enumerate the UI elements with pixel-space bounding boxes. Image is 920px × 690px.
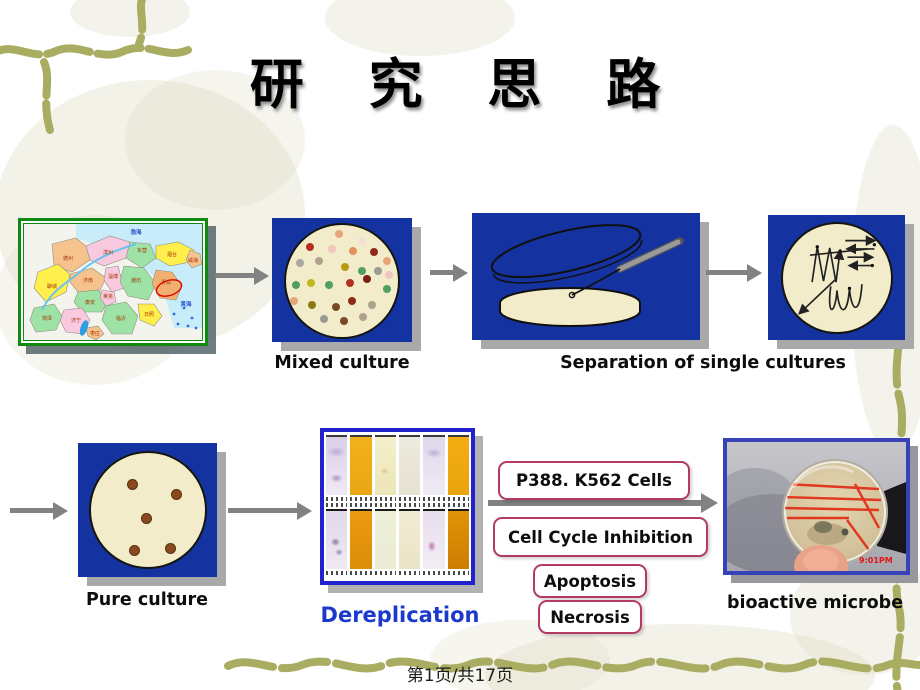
svg-text:菏泽: 菏泽 [42, 315, 52, 322]
svg-text:莱芜: 莱芜 [103, 293, 113, 300]
svg-text:济南: 济南 [83, 277, 93, 284]
dish-contents [785, 465, 882, 551]
petri-base-wall [499, 303, 641, 327]
flow-arrow-5 [228, 501, 312, 520]
needle-handle [617, 239, 681, 272]
assay-box-necrosis: Necrosis [538, 600, 642, 634]
streak-plate-image [768, 215, 905, 340]
pure-culture-label: Pure culture [85, 590, 209, 610]
qingdao-highlight-circle [155, 279, 183, 297]
tlc-captions-1 [326, 497, 469, 501]
flow-arrow-6 [488, 493, 718, 513]
mixed-culture-label: Mixed culture [274, 353, 410, 373]
flow-arrow-3 [706, 263, 762, 282]
map-regions [29, 235, 203, 341]
svg-text:聊城: 聊城 [47, 283, 57, 290]
flow-arrow-4 [10, 501, 68, 520]
mixed-culture-image [272, 218, 412, 342]
svg-text:东营: 东营 [137, 247, 147, 254]
bioactive-microbe-photo: 9:01PM [711, 438, 910, 587]
dereplication-label: Dereplication [320, 603, 480, 627]
svg-text:威海: 威海 [188, 257, 198, 264]
svg-text:渤海: 渤海 [130, 228, 142, 236]
mixed-culture-dish [284, 223, 400, 339]
needle-loop [568, 291, 576, 299]
tlc-captions-3 [326, 571, 469, 575]
shandong-map: 德州 滨州 东营 聊城 济南 淄博 潍坊 烟台 威海 青岛 泰安 莱芜 济宁 菏… [24, 224, 203, 341]
flow-arrow-1 [215, 266, 269, 285]
map-frame: 德州 滨州 东营 聊城 济南 淄博 潍坊 烟台 威海 青岛 泰安 莱芜 济宁 菏… [23, 223, 203, 341]
assay-box-cell-cycle: Cell Cycle Inhibition [493, 517, 708, 557]
flow-arrow-2 [430, 263, 468, 282]
red-streaks [785, 482, 882, 551]
separation-image [472, 213, 700, 340]
svg-text:济宁: 济宁 [71, 317, 81, 324]
separation-label: Separation of single cultures [560, 353, 846, 373]
svg-text:枣庄: 枣庄 [90, 330, 100, 337]
streaking-illustration [490, 224, 684, 327]
weishan-lake [79, 320, 89, 336]
yellow-river [41, 243, 137, 311]
streak-pattern [798, 235, 877, 315]
svg-text:滨州: 滨州 [103, 249, 113, 256]
islands [172, 306, 198, 330]
map-region-labels: 德州 滨州 东营 聊城 济南 淄博 潍坊 烟台 威海 青岛 泰安 莱芜 济宁 菏… [42, 247, 198, 337]
svg-text:黄海: 黄海 [180, 300, 192, 308]
svg-text:潍坊: 潍坊 [131, 277, 141, 284]
svg-text:烟台: 烟台 [167, 251, 177, 258]
page-number: 第1页/共17页 [406, 666, 514, 686]
svg-text:临沂: 临沂 [116, 315, 126, 322]
svg-text:德州: 德州 [63, 255, 73, 262]
bioactive-microbe-label: bioactive microbe [726, 593, 904, 613]
tlc-strip-row-1 [326, 435, 469, 495]
sea-labels: 渤海 黄海 [130, 228, 192, 308]
svg-text:日照: 日照 [144, 312, 154, 318]
assay-box-apoptosis: Apoptosis [533, 564, 647, 598]
dereplication-image [320, 428, 475, 585]
tlc-captions-2 [326, 503, 469, 507]
petri-lid [490, 224, 643, 284]
svg-text:泰安: 泰安 [85, 299, 95, 306]
pure-culture-image [78, 443, 217, 577]
tlc-strip-row-2 [326, 509, 469, 569]
sampling-map-image: 德州 滨州 东营 聊城 济南 淄博 潍坊 烟台 威海 青岛 泰安 莱芜 济宁 菏… [18, 218, 208, 346]
page-title: 研 究 思 路 [249, 53, 671, 116]
petri-photo: 9:01PM [711, 442, 906, 587]
svg-text:青岛: 青岛 [161, 279, 171, 286]
photo-timestamp: 9:01PM [859, 556, 893, 565]
streak-plate-dish [781, 222, 893, 334]
svg-text:淄博: 淄博 [108, 273, 118, 280]
needle-wire [571, 268, 621, 296]
assay-box-cells: P388. K562 Cells [498, 461, 690, 500]
pure-culture-dish [89, 451, 207, 569]
